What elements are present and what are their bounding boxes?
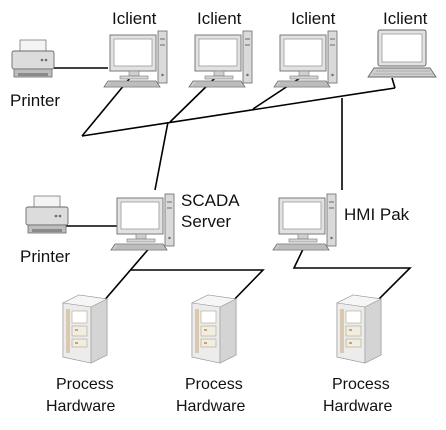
printer-label: Printer bbox=[20, 247, 70, 266]
client-label: Iclient bbox=[291, 9, 336, 28]
client-label: Iclient bbox=[112, 9, 157, 28]
server-rack-icon bbox=[336, 294, 382, 364]
desktop-computer-icon bbox=[110, 193, 175, 251]
client-label: Iclient bbox=[197, 9, 242, 28]
printer-2[interactable]: Printer bbox=[20, 195, 70, 266]
process-hardware-3[interactable]: Process Hardware bbox=[323, 294, 392, 415]
hmi-pak-computer[interactable]: HMI Pak bbox=[272, 193, 410, 251]
hardware-label-line1: Process bbox=[332, 376, 390, 393]
process-hardware-1[interactable]: Process Hardware bbox=[46, 294, 115, 415]
hmi-pak-label: HMI Pak bbox=[344, 205, 410, 224]
desktop-computer-icon bbox=[103, 30, 168, 88]
printer-icon bbox=[11, 39, 55, 78]
desktop-computer-icon bbox=[273, 30, 338, 88]
desktop-computer-icon bbox=[272, 193, 337, 251]
hmi-hardware-bus bbox=[292, 244, 412, 309]
hardware-label-line1: Process bbox=[56, 376, 114, 393]
server-uplink bbox=[154, 121, 169, 191]
top-bus-line bbox=[81, 87, 396, 137]
client-label: Iclient bbox=[383, 9, 428, 28]
scada-label-line1: SCADA bbox=[181, 191, 240, 210]
server-rack-icon bbox=[191, 294, 237, 364]
hardware-label-line2: Hardware bbox=[46, 398, 115, 415]
laptop-icon bbox=[367, 29, 437, 78]
scada-server[interactable]: SCADA Server bbox=[110, 191, 240, 251]
process-hardware-2[interactable]: Process Hardware bbox=[176, 294, 245, 415]
printer-icon bbox=[25, 195, 69, 234]
client-1-link bbox=[81, 77, 131, 137]
client-laptop-4[interactable]: Iclient bbox=[367, 9, 437, 78]
server-rack-icon bbox=[62, 294, 108, 364]
client-computer-1[interactable]: Iclient bbox=[103, 9, 168, 88]
network-lines bbox=[52, 67, 412, 311]
scada-label-line2: Server bbox=[181, 212, 231, 231]
hardware-label-line2: Hardware bbox=[176, 398, 245, 415]
printer-1[interactable]: Printer bbox=[10, 39, 60, 110]
client-computer-2[interactable]: Iclient bbox=[188, 9, 253, 88]
hardware-label-line2: Hardware bbox=[323, 398, 392, 415]
client-4-link bbox=[391, 77, 396, 89]
client-computer-3[interactable]: Iclient bbox=[273, 9, 338, 88]
scada-hardware-branch bbox=[131, 269, 265, 309]
hardware-label-line1: Process bbox=[185, 376, 243, 393]
desktop-computer-icon bbox=[188, 30, 253, 88]
printer-label: Printer bbox=[10, 91, 60, 110]
